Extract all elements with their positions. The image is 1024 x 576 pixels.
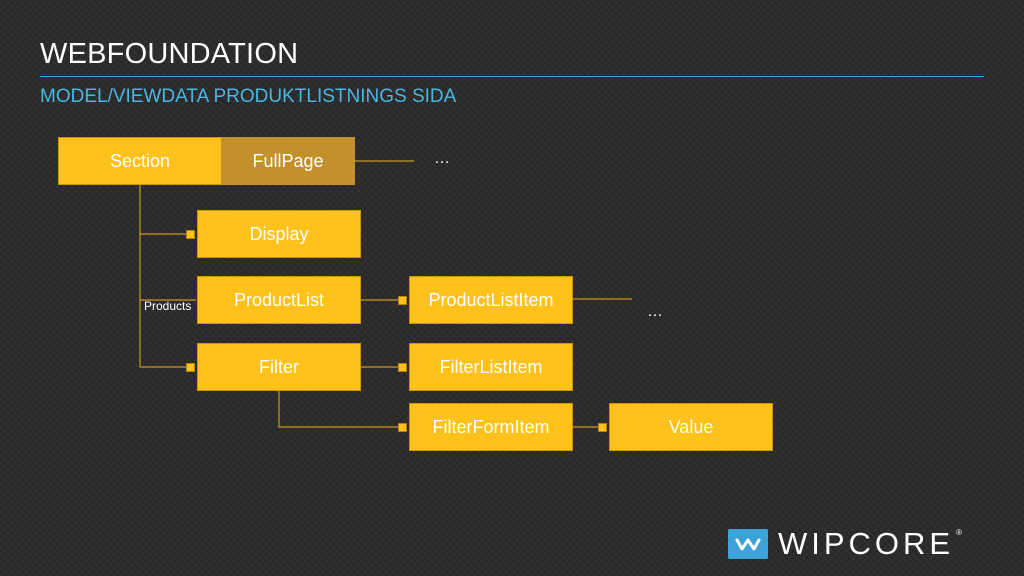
value-connector	[598, 423, 607, 432]
top-ellipsis: …	[434, 150, 451, 167]
display-connector	[186, 230, 195, 239]
filter-filterformitem-line	[278, 391, 400, 428]
products-edge-label: Products	[144, 299, 192, 313]
filter-connector	[186, 363, 195, 372]
productlist-node: ProductList	[197, 276, 361, 324]
filterformitem-node: FilterFormItem	[409, 403, 573, 451]
filter-node: Filter	[197, 343, 361, 391]
slide-subtitle: MODEL/VIEWDATA PRODUKTLISTNINGS SIDA	[40, 86, 457, 107]
filterformitem-connector	[398, 423, 407, 432]
filterlistitem-connector	[398, 363, 407, 372]
productlistitem-node: ProductListItem	[409, 276, 573, 324]
wipcore-logo: WIPCORE®	[728, 524, 962, 564]
productlistitem-connector	[398, 296, 407, 305]
slide-title: WEBFOUNDATION	[40, 38, 299, 70]
display-node: Display	[197, 210, 361, 258]
registered-mark: ®	[956, 527, 963, 537]
productlistitem-ellipsis: …	[647, 303, 664, 320]
section-node: Section	[58, 137, 222, 185]
wipcore-logo-text: WIPCORE	[778, 526, 955, 561]
fullpage-node: FullPage	[221, 137, 355, 185]
filterlistitem-node: FilterListItem	[409, 343, 573, 391]
title-rule	[40, 76, 984, 77]
wipcore-logo-mark-icon	[728, 529, 768, 559]
value-node: Value	[609, 403, 773, 451]
w-glyph-icon	[735, 538, 761, 551]
